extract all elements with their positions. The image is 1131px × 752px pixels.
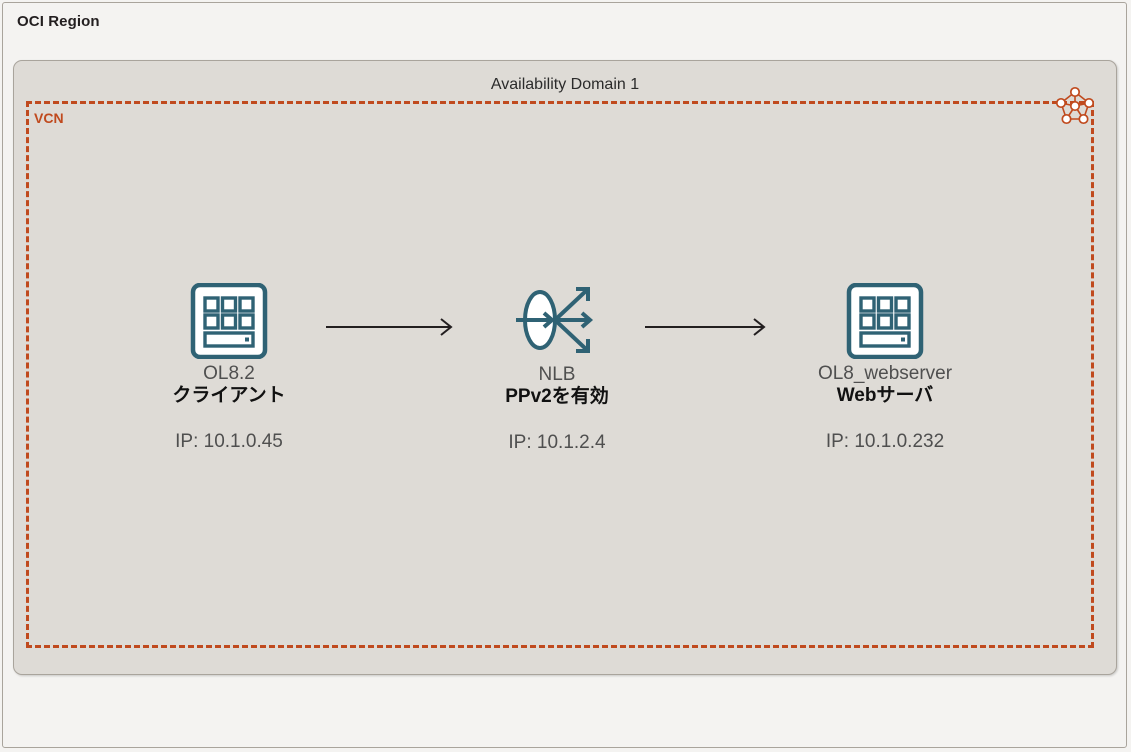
node-client[interactable]: OL8.2 クライアント IP: 10.1.0.45 <box>109 283 349 453</box>
node-webserver[interactable]: OL8_webserver Webサーバ IP: 10.1.0.232 <box>765 283 1005 453</box>
connector-nlb-to-webserver <box>645 318 766 336</box>
compute-instance-icon <box>846 283 924 359</box>
network-load-balancer-icon <box>516 287 594 353</box>
vcn-container <box>26 101 1094 648</box>
node-client-ip: IP: 10.1.0.45 <box>175 430 283 452</box>
availability-domain-container: Availability Domain 1 <box>13 60 1117 675</box>
oci-region-title: OCI Region <box>17 13 100 30</box>
node-webserver-ip: IP: 10.1.0.232 <box>825 430 945 452</box>
node-nlb-role: PPv2を有効 <box>505 385 609 407</box>
node-webserver-role: Webサーバ <box>836 384 934 406</box>
availability-domain-title: Availability Domain 1 <box>490 76 640 93</box>
node-nlb-ip: IP: 10.1.2.4 <box>508 431 606 453</box>
compute-instance-icon <box>190 283 268 359</box>
vcn-label: VCN <box>34 110 64 126</box>
node-nlb[interactable]: NLB PPv2を有効 IP: 10.1.2.4 <box>437 280 677 454</box>
connector-client-to-nlb <box>326 318 453 336</box>
network-mesh-icon <box>1055 86 1095 125</box>
node-client-name: OL8.2 <box>203 363 255 384</box>
node-webserver-name: OL8_webserver <box>817 363 953 384</box>
node-nlb-name: NLB <box>538 364 576 385</box>
node-client-role: クライアント <box>172 384 286 406</box>
